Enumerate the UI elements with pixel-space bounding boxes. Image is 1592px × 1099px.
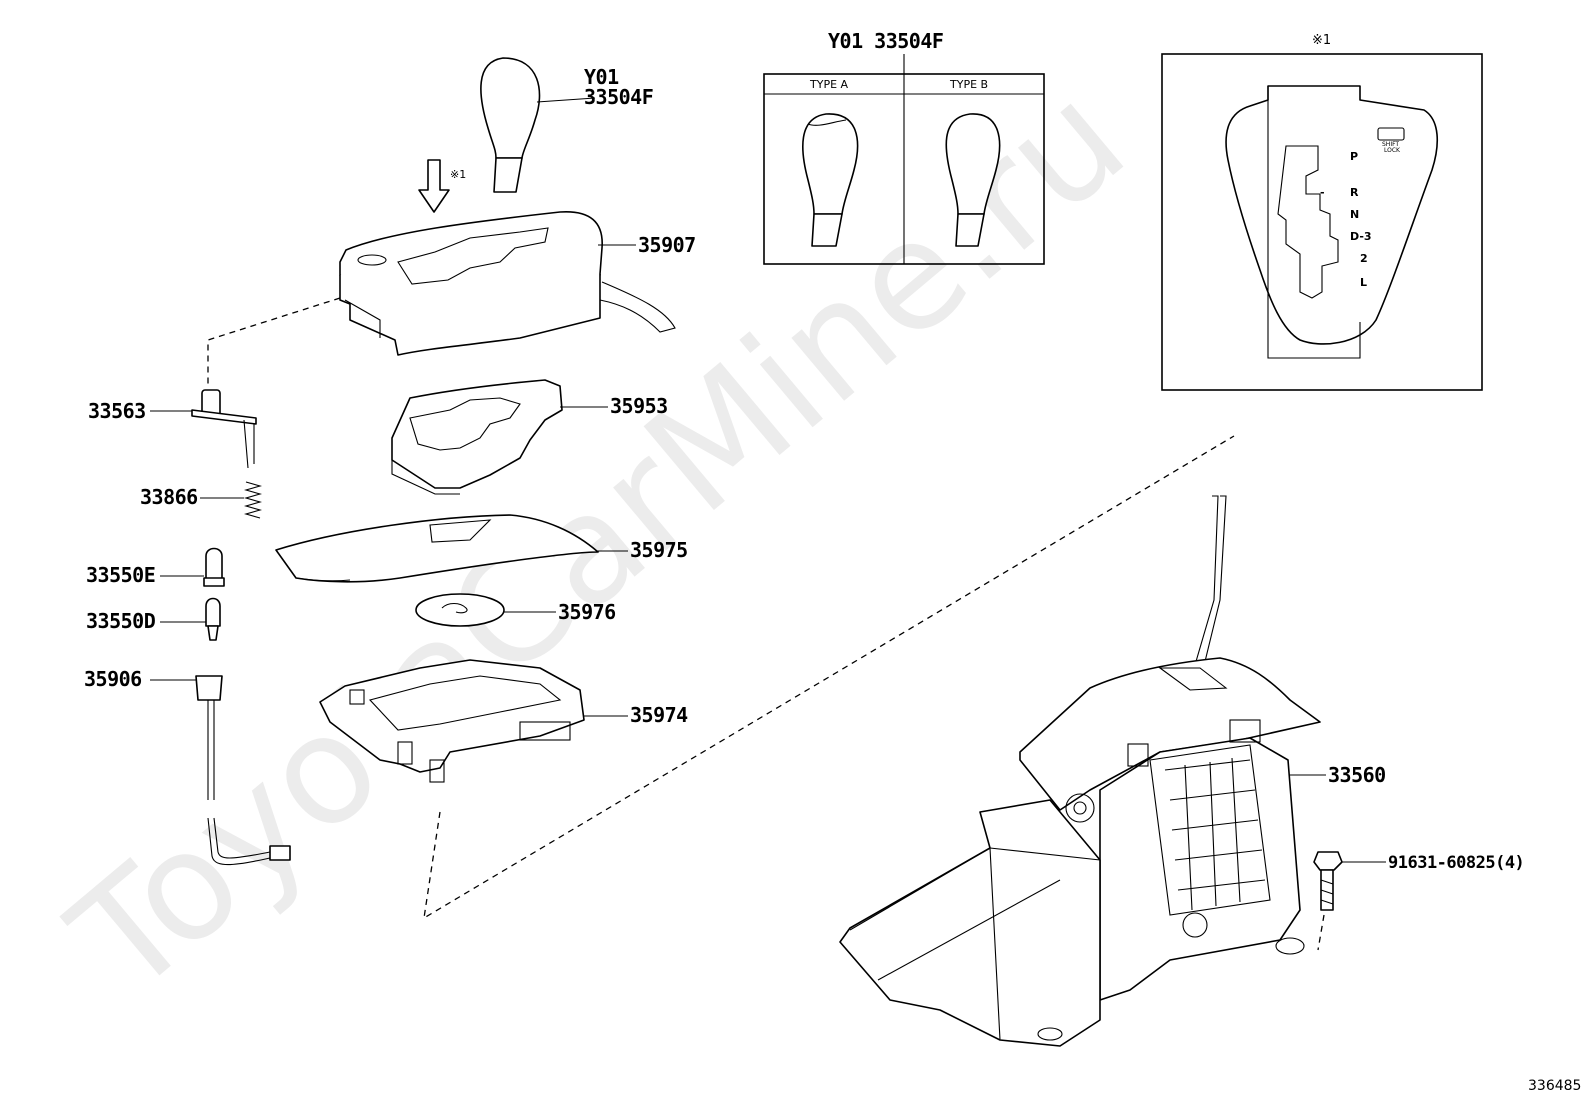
callout-slide-cover: 35975 [630, 538, 688, 562]
indicator-detail-box: ※1 P - R N D-3 2 L SHIFT LOCK [1161, 33, 1483, 391]
housing-base-illustration [319, 659, 585, 783]
callout-housing-base: 35974 [630, 703, 688, 727]
gear-dash: - [1320, 186, 1325, 199]
shift-lever-assembly-illustration [839, 495, 1321, 1047]
socket-illustration [195, 675, 291, 866]
bulb-d-illustration [205, 597, 221, 641]
callout-position-plate: 35953 [610, 394, 668, 418]
type-b-label: TYPE B [949, 78, 988, 91]
gear-label-2: 2 [1360, 252, 1368, 265]
dashed-guide-assy [423, 435, 1235, 920]
callout-shift-lever-assy: 33560 [1328, 763, 1386, 787]
note-mark-arrow: ※1 [450, 168, 466, 181]
bulb-e-illustration [203, 547, 225, 587]
position-plate-illustration [391, 379, 563, 495]
slide-cover-illustration [275, 514, 599, 583]
callout-lock-switch: 33563 [88, 399, 146, 423]
diagram-id: 336485 [1528, 1078, 1581, 1094]
down-arrow-icon [418, 159, 450, 213]
callout-bolt: 91631-60825(4) [1388, 853, 1524, 873]
callout-bulb-d: 33550D [86, 609, 156, 633]
shift-lock-line1: SHIFT [1382, 141, 1399, 148]
callout-indicator-housing: 35907 [638, 233, 696, 257]
note-mark-detail: ※1 [1312, 33, 1331, 48]
gear-label-l: L [1360, 276, 1367, 289]
callout-bulb-e: 33550E [86, 563, 155, 587]
dashed-guide-knob [207, 297, 341, 388]
callout-slot-plate: 35976 [558, 600, 616, 624]
gear-label-d3: D-3 [1350, 230, 1372, 243]
shift-lock-line2: LOCK [1384, 147, 1401, 154]
gear-label-n: N [1350, 208, 1359, 221]
type-a-label: TYPE A [809, 78, 849, 91]
dashed-guide-bolt [1317, 914, 1325, 951]
callout-knob-color: Y01 [584, 65, 619, 89]
callout-socket: 35906 [84, 667, 142, 691]
lock-switch-illustration [191, 389, 257, 469]
type-box-heading: Y01 33504F [828, 29, 943, 53]
callout-spring: 33866 [140, 485, 198, 509]
slot-plate-illustration [415, 593, 505, 627]
callout-knob: 33504F [584, 85, 653, 109]
spring-illustration [243, 481, 263, 519]
indicator-housing-illustration [339, 211, 676, 356]
knob-type-box: Y01 33504F TYPE A TYPE B [763, 29, 1045, 265]
bolt-illustration [1313, 851, 1343, 911]
shift-knob-illustration [480, 57, 541, 193]
gear-label-r: R [1350, 186, 1359, 199]
gear-label-p: P [1350, 150, 1358, 163]
